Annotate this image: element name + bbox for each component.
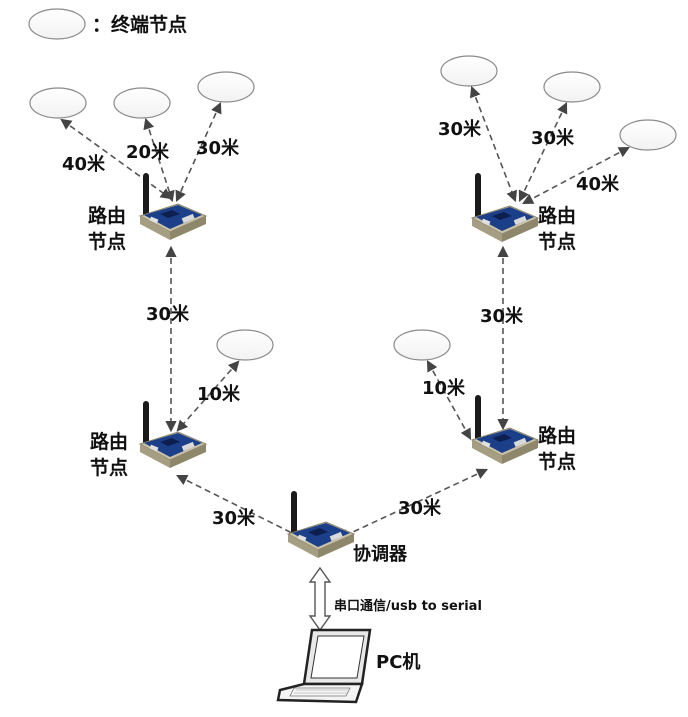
end-node: [197, 71, 255, 103]
distance-right-vertical: 30米: [480, 305, 524, 327]
distance-mr-end: 10米: [422, 377, 466, 399]
link-tl-b: [143, 117, 175, 203]
distance-tr-a: 30米: [438, 118, 482, 140]
distance-tr-b: 30米: [531, 127, 575, 149]
coordinator-label: 协调器: [353, 543, 408, 565]
end-node: [113, 87, 171, 119]
pc-laptop-icon: [276, 628, 372, 704]
router-board-mid-right: [471, 395, 539, 465]
serial-link-arrow: [308, 566, 332, 632]
legend-end-node-icon: [28, 8, 86, 40]
router-label-mid-left-line1: 路由: [90, 430, 128, 453]
distance-tl-a: 40米: [62, 153, 106, 175]
distance-tr-c: 40米: [576, 173, 620, 195]
distance-tl-b: 20米: [126, 141, 170, 163]
end-node: [619, 119, 677, 151]
link-mr-end: [426, 360, 472, 440]
router-board-top-left: [139, 173, 207, 241]
router-label-top-right-line2: 节点: [538, 231, 576, 253]
router-label-mid-left-line2: 节点: [90, 457, 128, 479]
distance-ml-end: 10米: [197, 383, 241, 405]
link-mr-coord: [337, 468, 489, 540]
pc-label: PC机: [376, 652, 420, 673]
router-label-top-left-line1: 路由: [88, 204, 126, 227]
link-ml-coord: [175, 474, 305, 540]
end-node: [216, 329, 274, 361]
router-board-top-right: [471, 173, 539, 243]
link-tr-b: [518, 101, 568, 203]
end-node: [29, 87, 87, 119]
router-label-mid-right-line2: 节点: [538, 451, 576, 473]
coordinator-board: [287, 491, 355, 559]
distance-mr-coord: 30米: [398, 497, 442, 519]
router-label-mid-right-line1: 路由: [538, 424, 576, 447]
router-label-top-right-line1: 路由: [538, 204, 576, 227]
distance-tl-c: 30米: [196, 137, 240, 159]
router-board-mid-left: [139, 401, 207, 469]
link-ml-end: [176, 360, 240, 432]
link-tl-c: [175, 101, 222, 203]
serial-link-label: 串口通信/usb to serial: [334, 598, 482, 614]
distance-ml-coord: 30米: [212, 507, 256, 529]
end-node: [543, 71, 601, 103]
distance-left-vertical: 30米: [146, 303, 190, 325]
end-node: [440, 55, 498, 87]
router-label-top-left-line2: 节点: [88, 231, 126, 253]
legend-label: ：终端节点: [92, 13, 187, 36]
end-node: [393, 329, 451, 361]
